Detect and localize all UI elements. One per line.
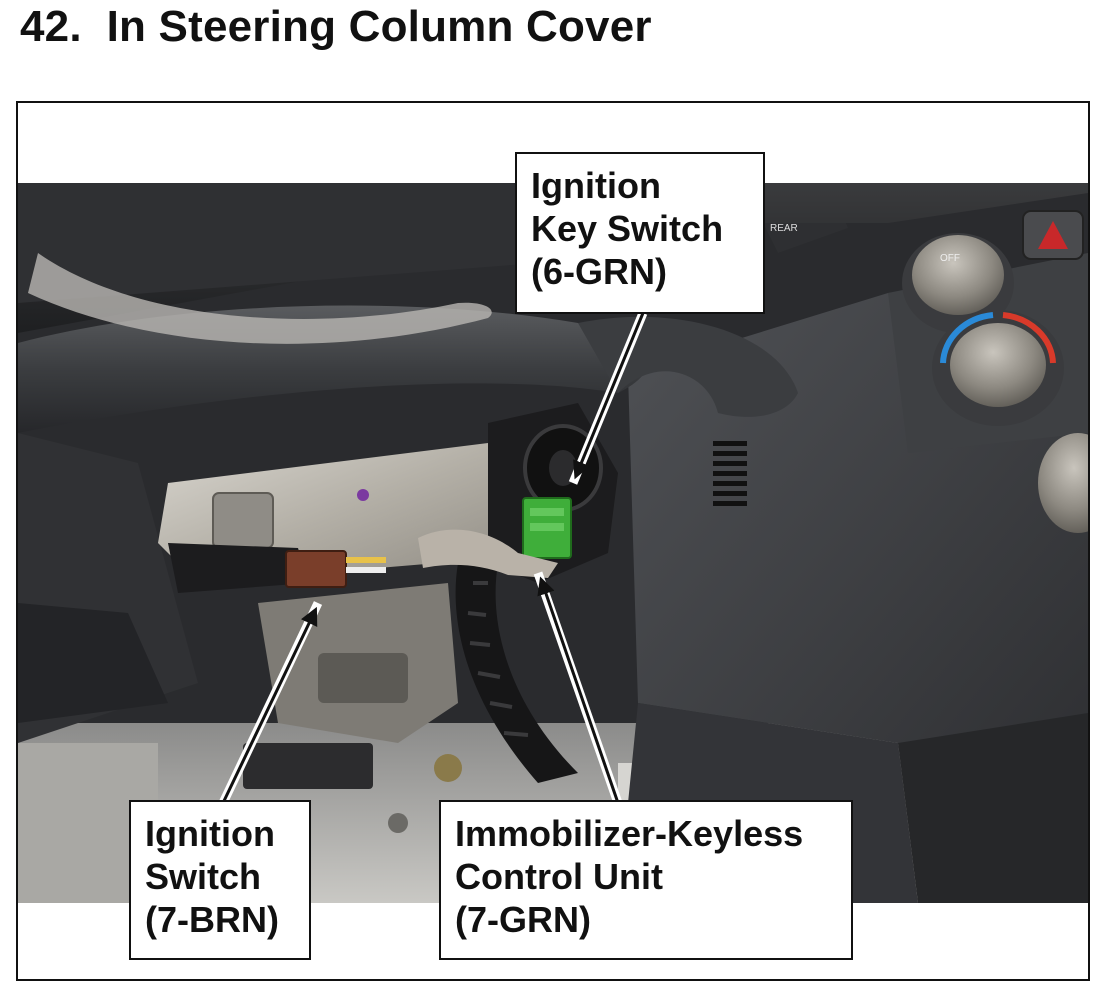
callout-line: (7-BRN)	[145, 899, 279, 940]
callout-ignition-key-switch: Ignition Key Switch (6-GRN)	[515, 152, 765, 314]
callout-line: Ignition	[531, 165, 661, 206]
vent-grille	[713, 441, 747, 506]
wiper-rear-label: REAR	[770, 223, 798, 234]
steering-column-photo: OFF REAR	[18, 183, 1088, 903]
temperature-knob	[932, 310, 1064, 426]
callout-immobilizer-unit: Immobilizer-Keyless Control Unit (7-GRN)	[439, 800, 853, 960]
callout-line: Ignition	[145, 813, 275, 854]
callout-line: Immobilizer-Keyless	[455, 813, 804, 854]
callout-ignition-switch: Ignition Switch (7-BRN)	[129, 800, 311, 960]
callout-line: Control Unit	[455, 856, 663, 897]
fan-knob: OFF	[902, 233, 1014, 333]
callout-line: Switch	[145, 856, 262, 897]
page-title: 42. In Steering Column Cover	[20, 2, 652, 51]
callout-line: Key Switch	[531, 208, 724, 249]
wiring-harness	[455, 563, 578, 783]
mode-knob	[1038, 433, 1088, 533]
knob-off-label: OFF	[940, 253, 960, 264]
ignition-switch-connector-brown	[168, 543, 386, 593]
callout-line: (6-GRN)	[531, 251, 667, 292]
immobilizer-connector-green	[522, 497, 572, 559]
steering-wheel-rim	[18, 305, 649, 433]
figure-frame: OFF REAR	[16, 101, 1090, 981]
callout-line: (7-GRN)	[455, 899, 591, 940]
